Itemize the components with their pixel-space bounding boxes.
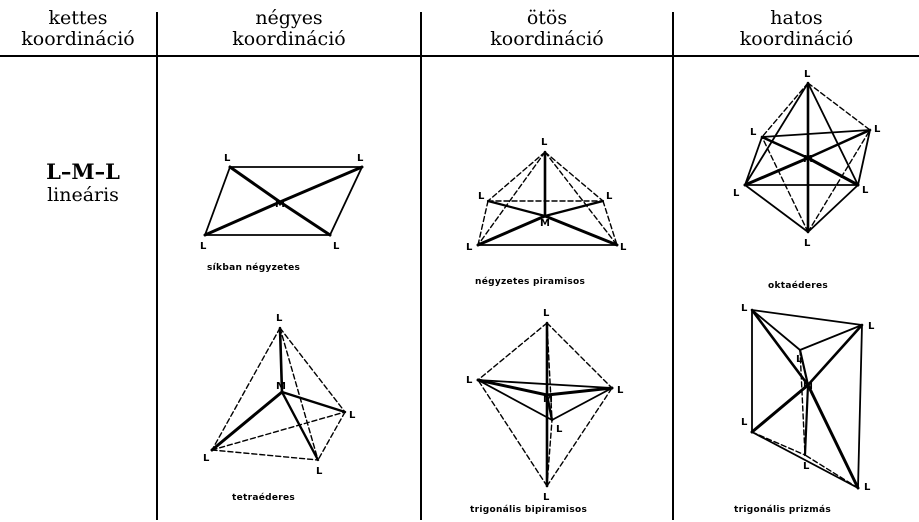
ligand-label: L — [316, 466, 323, 477]
column-header-line1: hatos — [770, 7, 823, 29]
header-divider — [0, 55, 919, 57]
column-header-two-coordinate: kettes koordináció — [0, 8, 156, 50]
square-planar-caption: síkban négyzetes — [207, 262, 300, 273]
ligand-label: L — [543, 492, 550, 503]
column-header-line2: koordináció — [21, 28, 135, 50]
column-divider — [420, 12, 422, 520]
tetrahedral-caption: tetraéderes — [232, 492, 295, 503]
column-header-line2: koordináció — [739, 28, 854, 50]
linear-geometry: L–M–L lineáris — [28, 159, 138, 207]
trigonal-prismatic-caption: trigonális prizmás — [734, 505, 831, 515]
column-header-line1: ötös — [526, 7, 568, 29]
ligand-label: L — [862, 185, 869, 196]
ligand-label: L — [200, 241, 207, 252]
ligand-label: L — [796, 354, 803, 365]
column-divider — [672, 12, 674, 520]
ligand-label: L — [203, 453, 210, 464]
ligand-label: L — [556, 424, 563, 435]
metal-label: M — [276, 381, 286, 392]
ligand-label: L — [543, 308, 550, 319]
column-header-line2: koordináció — [232, 28, 346, 50]
trigonal-bipyramidal-diagram — [476, 321, 614, 488]
square-planar-diagram — [203, 165, 364, 237]
metal-label: M — [803, 154, 813, 165]
metal-label: M — [803, 381, 813, 392]
column-header-five-coordinate: ötös koordináció — [422, 8, 672, 50]
trigonal-bipyramidal-caption: trigonális bipiramisos — [470, 505, 587, 515]
column-header-line2: koordináció — [490, 28, 604, 50]
ligand-label: L — [224, 153, 231, 164]
metal-label: M — [540, 218, 550, 229]
ligand-label: L — [617, 385, 624, 396]
ligand-label: L — [733, 188, 740, 199]
metal-label: M — [543, 394, 553, 405]
tetrahedral-diagram — [210, 326, 347, 462]
ligand-label: L — [333, 241, 340, 252]
ligand-label: L — [868, 321, 875, 332]
linear-formula: L–M–L — [46, 159, 120, 184]
ligand-label: L — [804, 238, 811, 249]
ligand-label: L — [620, 242, 627, 253]
metal-label: M — [275, 199, 285, 210]
octahedral-caption: oktaéderes — [768, 280, 828, 291]
trigonal-prismatic-diagram — [750, 308, 864, 490]
column-header-four-coordinate: négyes koordináció — [158, 8, 420, 50]
column-divider — [156, 12, 158, 520]
linear-name: lineáris — [47, 184, 119, 206]
ligand-label: L — [478, 191, 485, 202]
square-pyramidal-caption: négyzetes piramisos — [475, 276, 585, 287]
ligand-label: L — [466, 242, 473, 253]
ligand-label: L — [750, 127, 757, 138]
ligand-label: L — [606, 191, 613, 202]
ligand-label: L — [349, 410, 356, 421]
ligand-label: L — [466, 375, 473, 386]
ligand-label: L — [541, 137, 548, 148]
square-pyramidal-diagram — [476, 150, 619, 247]
ligand-label: L — [276, 313, 283, 324]
column-header-line1: négyes — [255, 7, 323, 29]
ligand-label: L — [741, 303, 748, 314]
ligand-label: L — [803, 461, 810, 472]
octahedral-diagram — [743, 81, 872, 234]
ligand-label: L — [357, 153, 364, 164]
column-header-six-coordinate: hatos koordináció — [674, 8, 919, 50]
ligand-label: L — [741, 417, 748, 428]
ligand-label: L — [804, 69, 811, 80]
column-header-line1: kettes — [48, 7, 108, 29]
ligand-label: L — [874, 124, 881, 135]
ligand-label: L — [864, 482, 871, 493]
